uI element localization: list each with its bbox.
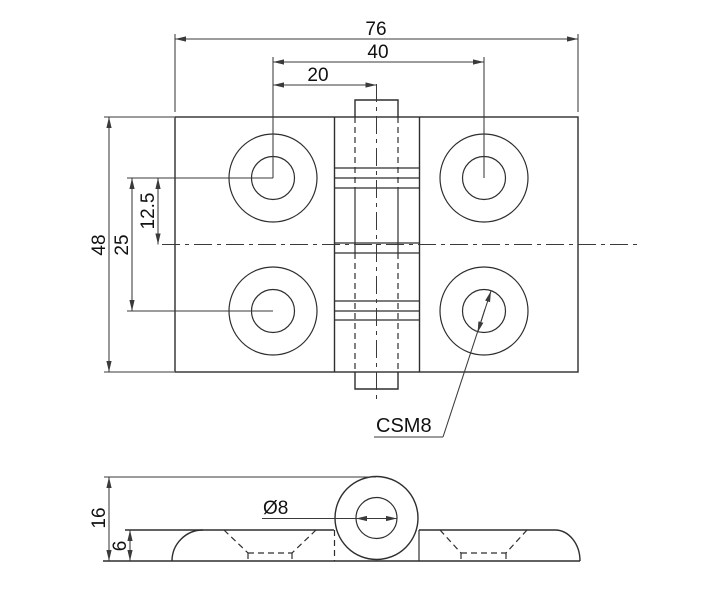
callout-text-csm8: CSM8 <box>376 415 432 437</box>
dim-text-48: 48 <box>89 234 110 255</box>
hole-bottom-right-countersink <box>439 266 529 356</box>
dim-hole-to-centerline: 12.5 <box>138 178 161 245</box>
dim-text-12-5: 12.5 <box>138 193 159 230</box>
dim-overall-width: 76 <box>174 19 579 112</box>
dim-hole-pitch-height: 25 <box>112 177 273 312</box>
csm8-callout: CSM8 <box>374 290 492 438</box>
dim-text-16: 16 <box>89 507 110 528</box>
dim-hole-pitch-width: 40 <box>272 42 485 178</box>
centerlines <box>162 84 638 401</box>
top-view: 76 40 20 48 25 <box>89 19 638 438</box>
dim-overall-height: 48 <box>89 116 174 373</box>
countersink-hidden-left <box>223 529 317 561</box>
dim-text-25: 25 <box>112 234 133 255</box>
pin-hidden-lines <box>354 117 399 372</box>
dim-text-76: 76 <box>365 19 386 40</box>
dim-text-20: 20 <box>307 65 328 86</box>
countersink-hidden-right <box>439 529 528 561</box>
dim-leaf-thickness: 6 <box>110 530 133 561</box>
side-view: 16 6 Ø8 <box>89 475 581 562</box>
leaf-profile <box>103 529 581 562</box>
dim-text-40: 40 <box>367 42 388 63</box>
dim-hole-to-pin-center: 20 <box>273 65 377 88</box>
hole-bottom-right-bore <box>461 288 507 334</box>
dim-text-6: 6 <box>110 541 131 552</box>
leaf-right-round-end <box>554 529 581 562</box>
leaf-left-round-end <box>171 529 204 562</box>
dim-overall-thickness: 16 <box>89 476 376 561</box>
dim-text-dia8: Ø8 <box>263 498 288 519</box>
dim-pin-diameter: Ø8 <box>262 498 397 522</box>
